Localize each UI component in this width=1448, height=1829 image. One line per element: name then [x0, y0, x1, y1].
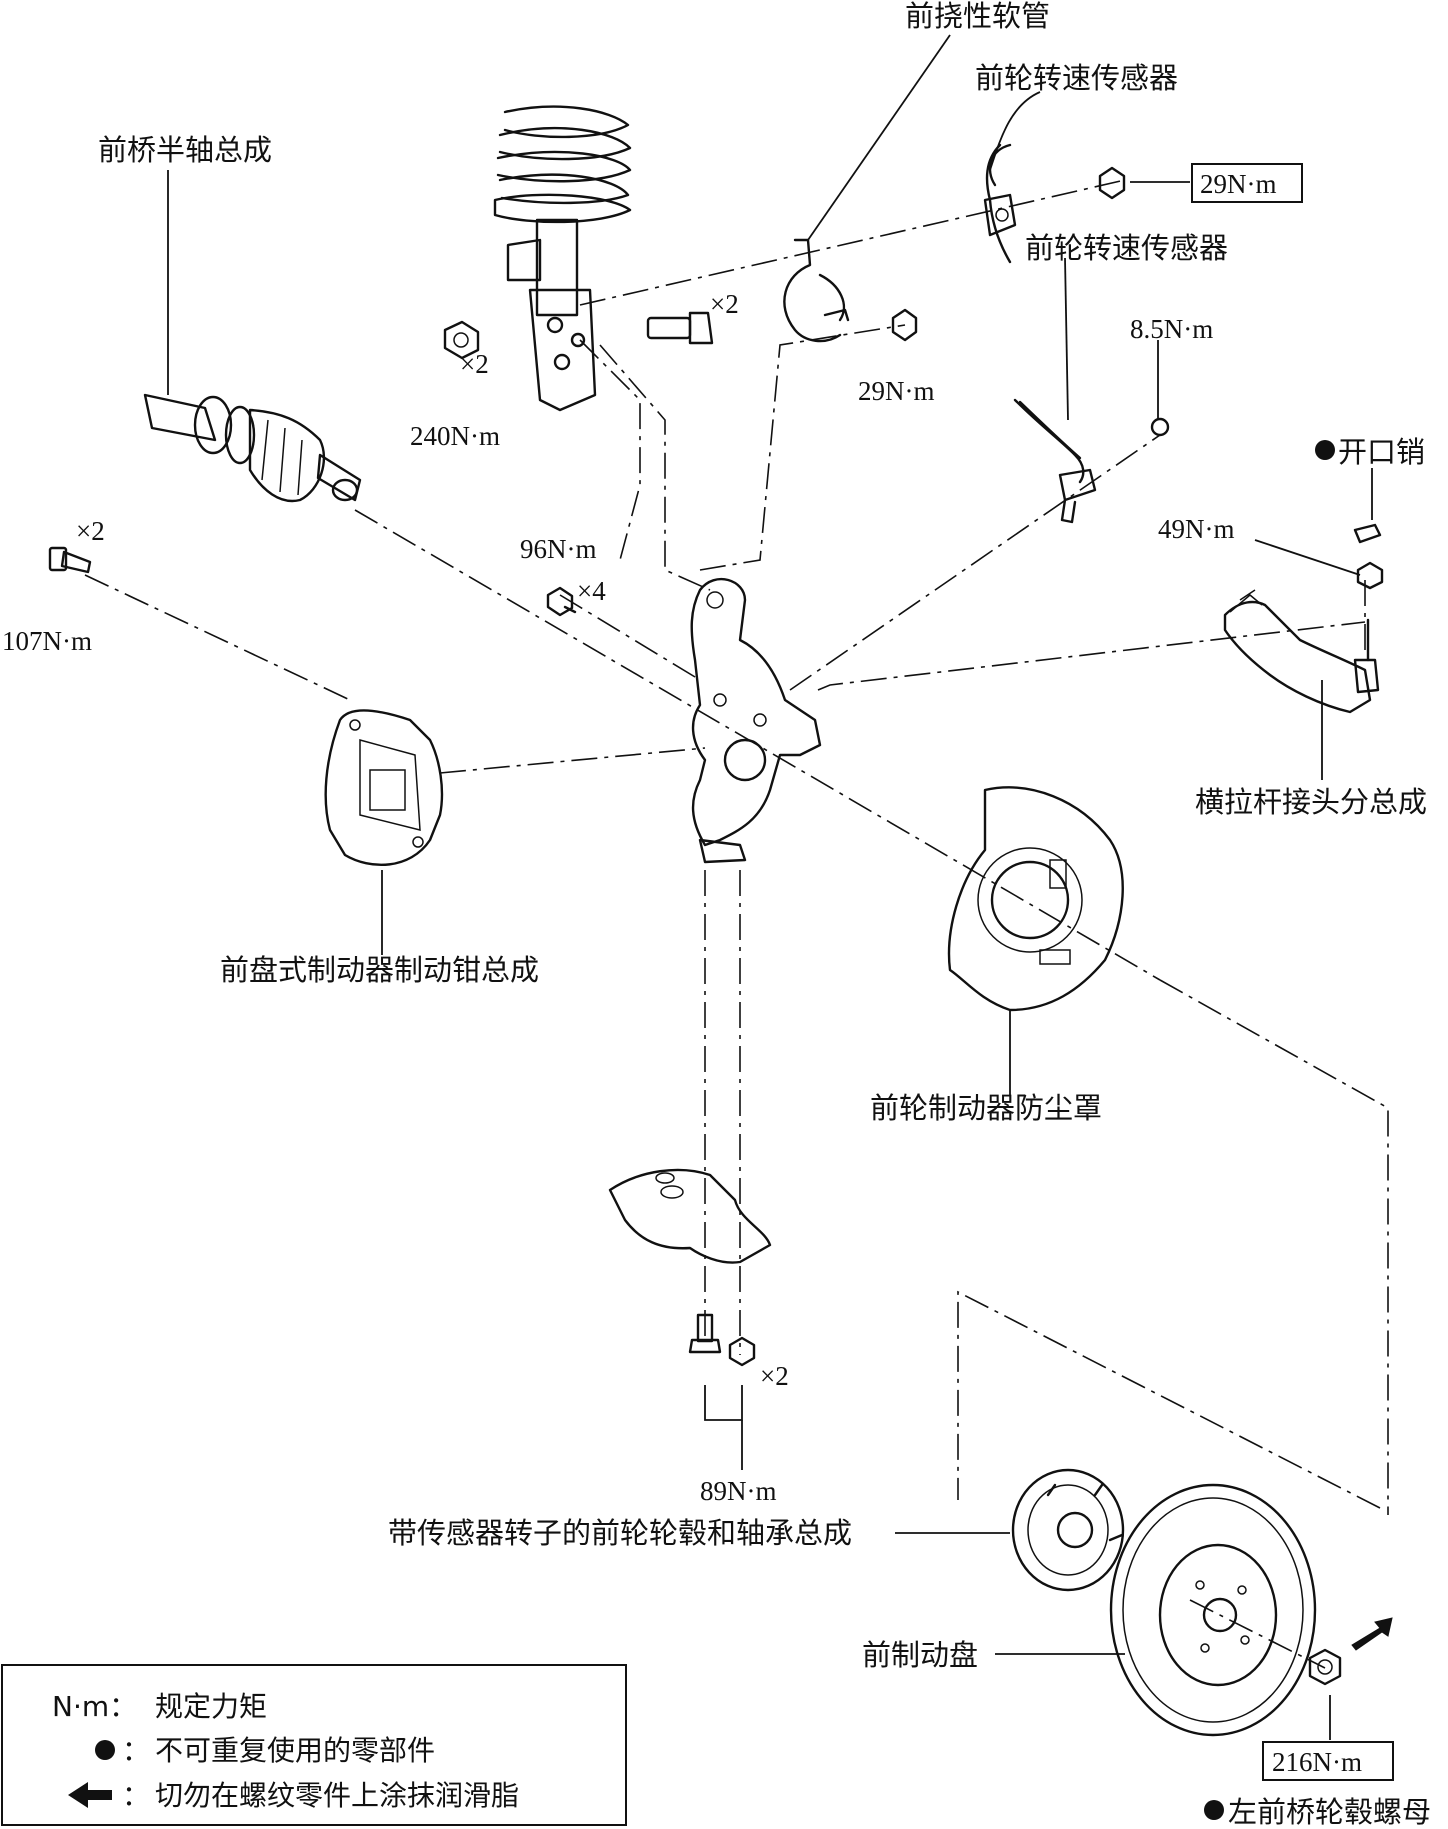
legend-left-arrow-icon: [68, 1782, 112, 1808]
torque-box-sensor-top: [1191, 163, 1303, 203]
label-dust-cover: 前轮制动器防尘罩: [870, 1091, 1102, 1125]
label-speed-sensor-top: 前轮转速传感器: [975, 61, 1178, 95]
tie-rod-end[interactable]: [1223, 589, 1380, 714]
qty-knuckle-bolt: ×4: [577, 576, 606, 606]
knuckle-bolt[interactable]: [546, 586, 577, 617]
brake-caliper[interactable]: [324, 709, 444, 866]
label-hub-nut: 左前桥轮毂螺母: [1228, 1795, 1431, 1829]
legend-non-reusable-icon: [95, 1740, 115, 1760]
qty-caliper-bolt: ×2: [76, 516, 105, 546]
hose-bolt[interactable]: [891, 308, 918, 342]
non-reusable-icon: [1204, 1800, 1224, 1820]
label-tie-rod-end: 横拉杆接头分总成: [1195, 785, 1427, 819]
speed-sensor-upper[interactable]: [983, 143, 1017, 264]
leader-lines: [167, 34, 1373, 1740]
legend-nonreuse-desc: 不可重复使用的零部件: [155, 1734, 435, 1767]
tie-rod-nut[interactable]: [1356, 561, 1384, 590]
label-brake-caliper: 前盘式制动器制动钳总成: [220, 953, 539, 987]
label-flex-hose: 前挠性软管: [905, 0, 1050, 33]
label-speed-sensor-mid: 前轮转速传感器: [1025, 231, 1228, 265]
torque-hose-bolt: 29N·m: [858, 376, 935, 406]
label-cotter-pin: 开口销: [1338, 435, 1425, 469]
non-reusable-icon: [1315, 440, 1335, 460]
torque-box-hub-nut: [1262, 1741, 1394, 1781]
legend-nonreuse-key: ：: [122, 1734, 150, 1767]
sensor-bolt-middle[interactable]: [1150, 417, 1170, 437]
torque-knuckle-bolt: 96N·m: [520, 534, 597, 564]
lower-arm-bolt[interactable]: [688, 1313, 722, 1354]
speed-sensor-middle[interactable]: [1013, 398, 1097, 524]
alignment-lines: [84, 179, 1389, 1669]
legend-torque-key: N·m：: [52, 1690, 137, 1723]
torque-hub-nut: 216N·m: [1272, 1747, 1362, 1777]
legend: N·m： 规定力矩 ： 不可重复使用的零部件 ： 切勿在螺纹零件上涂抹润滑脂: [1, 1664, 627, 1826]
label-hub-bearing: 带传感器转子的前轮轮毂和轴承总成: [388, 1516, 852, 1550]
sensor-bolt-upper[interactable]: [1098, 166, 1126, 200]
qty-lower-arm: ×2: [760, 1361, 789, 1391]
lower-arm-bracket[interactable]: [608, 1168, 772, 1264]
torque-strut-nut: 240N·m: [410, 421, 500, 451]
torque-sensor-bolt-mid: 8.5N·m: [1130, 314, 1213, 344]
label-brake-disc: 前制动盘: [862, 1638, 978, 1672]
torque-tie-rod-nut: 49N·m: [1158, 514, 1235, 544]
legend-nogrease-key: ：: [122, 1779, 150, 1812]
strut-bolt[interactable]: [646, 311, 714, 345]
flex-hose-bracket[interactable]: [783, 238, 850, 343]
hub-nut[interactable]: [1308, 1648, 1342, 1686]
dust-cover[interactable]: [947, 786, 1124, 1012]
torque-lower-arm: 89N·m: [700, 1476, 777, 1506]
steering-knuckle[interactable]: [690, 578, 822, 864]
brake-disc[interactable]: [1109, 1483, 1317, 1737]
cotter-pin[interactable]: [1353, 523, 1382, 544]
torque-caliper-bolt: 107N·m: [2, 626, 92, 656]
legend-nogrease-desc: 切勿在螺纹零件上涂抹润滑脂: [155, 1779, 519, 1812]
qty-strut-nut: ×2: [460, 349, 489, 379]
torque-sensor-bolt-top: 29N·m: [1200, 169, 1277, 199]
hub-bearing[interactable]: [1011, 1468, 1125, 1592]
qty-strut-bolt: ×2: [710, 289, 739, 319]
lower-arm-nut[interactable]: [728, 1336, 756, 1367]
strut-nut[interactable]: [443, 320, 480, 360]
no-lube-arrow-icon: [1351, 1617, 1393, 1651]
caliper-bolt[interactable]: [48, 546, 92, 574]
label-drive-shaft: 前桥半轴总成: [98, 133, 272, 167]
strut-assembly[interactable]: [493, 105, 632, 412]
legend-torque-desc: 规定力矩: [155, 1690, 267, 1723]
drive-shaft[interactable]: [143, 393, 362, 503]
